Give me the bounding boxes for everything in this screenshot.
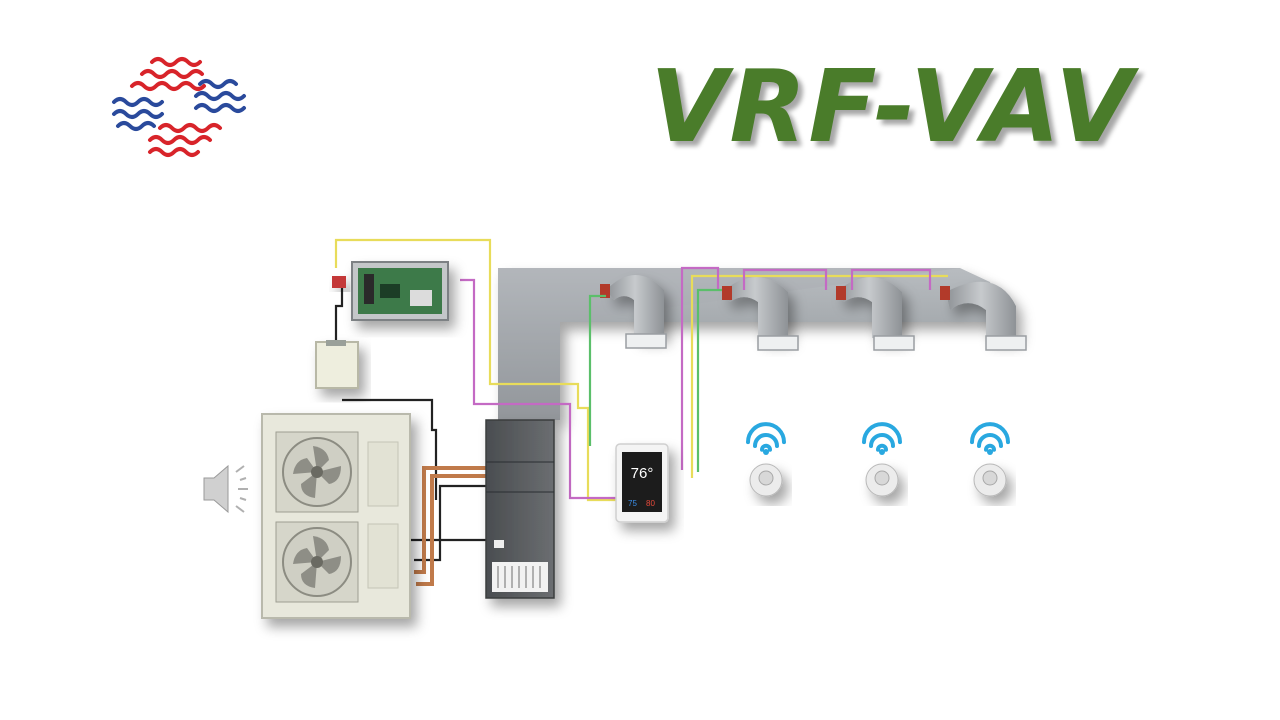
wireless-sensors: [746, 422, 1010, 497]
wave-weave-logo-icon: [112, 57, 246, 157]
wireless-sensor: [862, 422, 902, 497]
speaker-icon[interactable]: [203, 464, 248, 514]
wireless-sensor: [970, 422, 1010, 497]
diffusers: [625, 333, 1027, 351]
wifi-icon: [862, 422, 902, 455]
junction-box: [315, 340, 359, 389]
thermostat-heat-setpoint: 75: [628, 499, 637, 508]
flex-ducts: [606, 275, 1016, 338]
control-wiring: [334, 238, 948, 562]
relay-module: [332, 276, 346, 288]
wifi-icon: [970, 422, 1010, 455]
air-handling-unit: [485, 419, 555, 599]
outdoor-condensing-unit: [261, 413, 411, 619]
control-board: [351, 261, 449, 321]
wireless-sensor: [746, 422, 786, 497]
thermostat-temperature: 76°: [631, 465, 654, 482]
page-title: VRF-VAV: [650, 48, 1135, 165]
vav-dampers: [600, 284, 950, 300]
thermostat-cool-setpoint: 80: [646, 499, 655, 508]
thermostat[interactable]: [615, 443, 669, 523]
wifi-icon: [746, 422, 786, 455]
